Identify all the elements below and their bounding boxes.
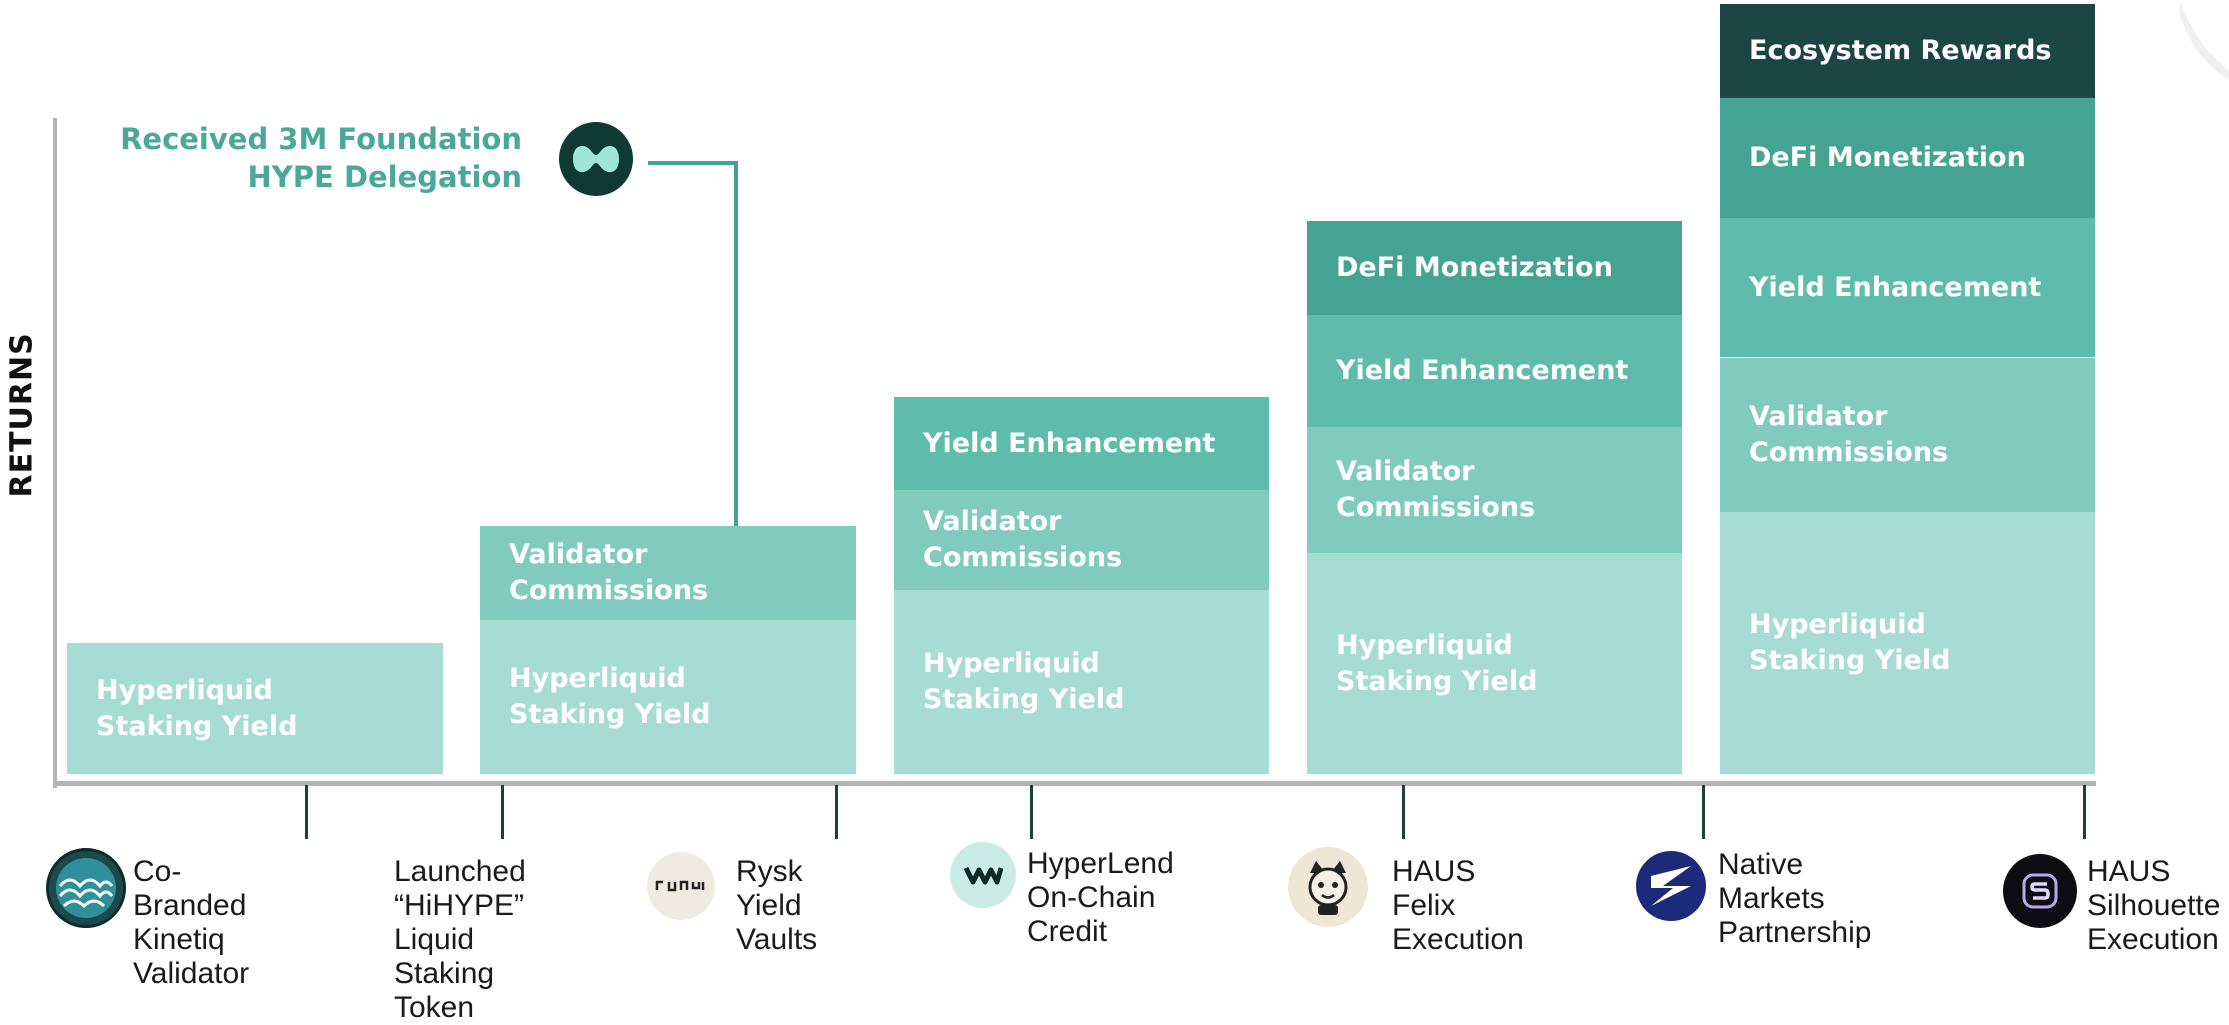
milestone-label: HAUS Felix Execution bbox=[1392, 855, 1524, 956]
native-markets-icon bbox=[1636, 851, 1706, 921]
milestone-label: Rysk Yield Vaults bbox=[736, 855, 818, 956]
col5-segment-validator-commissions: Validator Commissions bbox=[1720, 358, 2095, 512]
col3-segment-validator-commissions: Validator Commissions bbox=[894, 490, 1269, 590]
felix-cat-icon bbox=[1288, 847, 1368, 927]
timeline-tick bbox=[1030, 785, 1033, 839]
timeline-tick bbox=[1702, 785, 1705, 839]
y-axis-line bbox=[53, 118, 57, 788]
hyperliquid-logo-icon bbox=[559, 122, 633, 196]
col4-segment-validator-commissions: Validator Commissions bbox=[1307, 427, 1682, 553]
silhouette-icon bbox=[2003, 854, 2077, 928]
x-axis-line bbox=[53, 781, 2096, 786]
callout-connector-horizontal bbox=[648, 161, 738, 165]
rysk-icon bbox=[647, 852, 715, 920]
col3-segment-yield-enhancement: Yield Enhancement bbox=[894, 397, 1269, 490]
col5-segment-defi-monetization: DeFi Monetization bbox=[1720, 98, 2095, 218]
timeline-tick bbox=[2083, 785, 2086, 839]
kinetiq-wave-icon bbox=[46, 848, 126, 928]
col3-segment-staking-yield: Hyperliquid Staking Yield bbox=[894, 590, 1269, 774]
col4-segment-staking-yield: Hyperliquid Staking Yield bbox=[1307, 553, 1682, 774]
foundation-delegation-callout: Received 3M Foundation HYPE Delegation bbox=[120, 122, 522, 194]
timeline-tick bbox=[1402, 785, 1405, 839]
col5-segment-staking-yield: Hyperliquid Staking Yield bbox=[1720, 512, 2095, 774]
timeline-tick bbox=[501, 785, 504, 839]
y-axis-label: RETURNS bbox=[4, 332, 40, 498]
col5-segment-ecosystem-rewards: Ecosystem Rewards bbox=[1720, 4, 2095, 98]
milestone-label: HyperLend On-Chain Credit bbox=[1027, 847, 1174, 948]
milestone-label: Native Markets Partnership bbox=[1718, 848, 1872, 949]
timeline-tick bbox=[835, 785, 838, 839]
callout-connector-vertical bbox=[734, 161, 738, 526]
col1-segment-staking-yield: Hyperliquid Staking Yield bbox=[67, 643, 443, 774]
col4-segment-yield-enhancement: Yield Enhancement bbox=[1307, 315, 1682, 427]
col2-segment-validator-commissions: Validator Commissions bbox=[480, 526, 856, 620]
timeline-tick bbox=[305, 785, 308, 839]
col4-segment-defi-monetization: DeFi Monetization bbox=[1307, 221, 1682, 315]
hyperlend-icon bbox=[950, 842, 1016, 908]
milestone-label: Co-Branded Kinetiq Validator bbox=[133, 855, 250, 990]
returns-diagram: RETURNS Hyperliquid Staking Yield Hyperl… bbox=[4, 0, 2229, 1024]
milestone-label: HAUS Silhouette Execution bbox=[2087, 855, 2221, 956]
col5-segment-yield-enhancement: Yield Enhancement bbox=[1720, 218, 2095, 357]
col2-segment-staking-yield: Hyperliquid Staking Yield bbox=[480, 620, 856, 774]
decorative-arc bbox=[2180, 0, 2229, 80]
milestone-label: Launched “HiHYPE” Liquid Staking Token bbox=[394, 855, 526, 1024]
